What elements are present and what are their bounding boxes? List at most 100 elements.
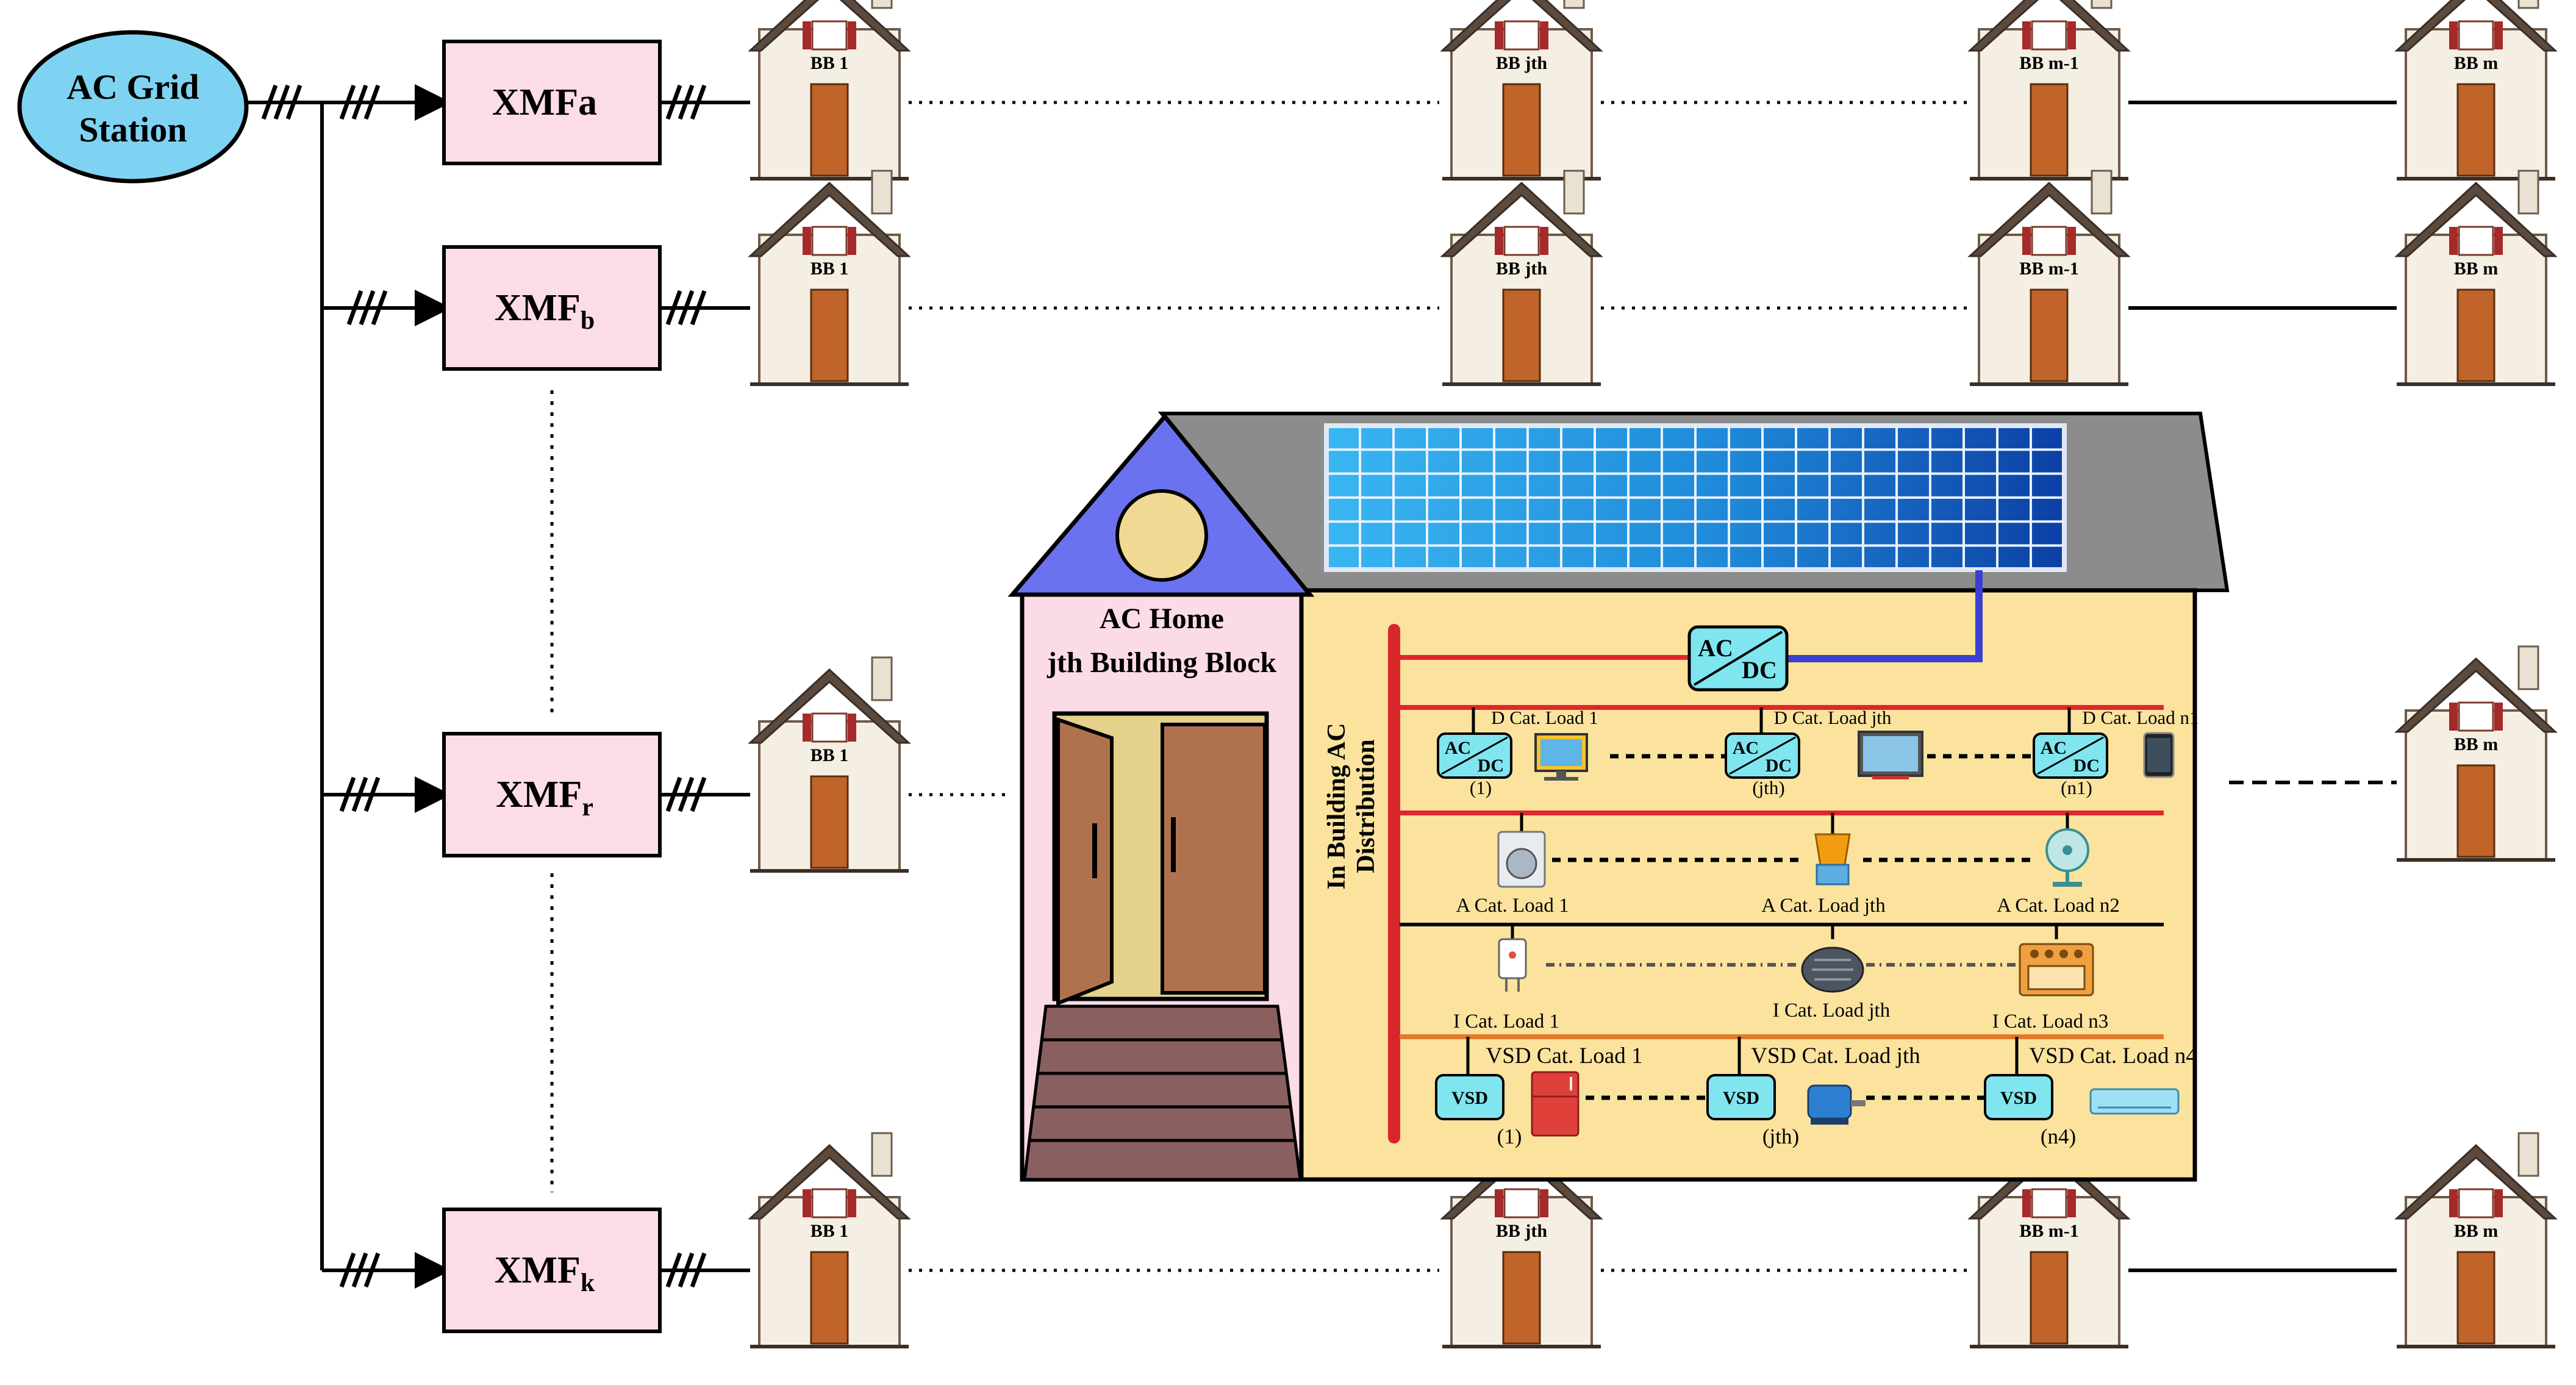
transformer-label: XMFa (492, 82, 597, 123)
ac-grid-station: AC Grid Station (17, 30, 249, 184)
phone-icon (2143, 732, 2175, 778)
main-converter-top: AC (1698, 634, 1733, 662)
vsd-load-index: (n4) (2041, 1125, 2076, 1148)
vsd-load-label: VSD Cat. Load 1 (1486, 1043, 1643, 1068)
house-label: BB m-1 (2019, 259, 2079, 279)
building-block-house: BB 1 (748, 656, 911, 873)
house-label: BB jth (1496, 1221, 1548, 1241)
d-load-label: D Cat. Load 1 (1491, 707, 1598, 728)
house-label: BB m (2454, 734, 2499, 754)
d-load-index: (1) (1470, 777, 1492, 798)
house-label: BB jth (1496, 53, 1548, 73)
i-load-label: I Cat. Load n3 (1992, 1011, 2109, 1032)
solar-wire (1787, 570, 1983, 662)
building-block-house: BB m-1 (1967, 0, 2131, 181)
house-label: BB m-1 (2019, 53, 2079, 73)
d-load-label: D Cat. Load n1 (2082, 707, 2199, 728)
tv-icon (1858, 731, 1923, 779)
svg-text:VSD: VSD (2000, 1088, 2037, 1108)
building-block-house: BB m (2394, 645, 2558, 862)
transformer-label: XMFb (495, 287, 595, 335)
d-load-index: (jth) (1752, 777, 1784, 798)
svg-text:VSD: VSD (1451, 1088, 1488, 1108)
i-load-label: I Cat. Load jth (1773, 1000, 1891, 1022)
svg-text:AC: AC (1733, 738, 1759, 758)
a-load-label: A Cat. Load jth (1761, 895, 1886, 917)
feeder-row-1: BB 1 BB jth BB m-1 BB m (748, 0, 2558, 181)
home-title-line1: AC Home (1100, 603, 1224, 635)
house-label: BB 1 (810, 259, 849, 279)
transformer-2: XMFb (442, 245, 750, 371)
feeder-wiring (246, 84, 554, 1289)
building-block-house: BB 1 (748, 170, 911, 386)
fridge-icon (1531, 1071, 1580, 1137)
house-label: BB m (2454, 1221, 2499, 1241)
a-load-label: A Cat. Load 1 (1456, 895, 1569, 917)
a-load-label: A Cat. Load n2 (1997, 895, 2120, 917)
d-load-label: D Cat. Load jth (1774, 707, 1892, 728)
house-label: BB m-1 (2019, 1221, 2079, 1241)
transformer-1: XMFa (442, 40, 750, 165)
svg-text:DC: DC (1478, 756, 1504, 776)
house-label: BB m (2454, 53, 2499, 73)
building-block-house: BB jth (1440, 170, 1603, 386)
svg-text:DC: DC (2073, 756, 2100, 776)
vsd-box: VSD (1435, 1074, 1504, 1120)
building-block-house: BB m-1 (1967, 1132, 2131, 1348)
three-phase-marks (261, 84, 388, 1288)
house-label: BB jth (1496, 259, 1548, 279)
vsd-box: VSD (1706, 1074, 1776, 1120)
vsd-box: VSD (1984, 1074, 2053, 1120)
motor-icon (1807, 1084, 1866, 1125)
oven-icon (2019, 943, 2094, 997)
house-label: BB 1 (810, 1221, 849, 1241)
building-block-house: BB m-1 (1967, 170, 2131, 386)
monitor-icon (1534, 733, 1588, 781)
water-heater-icon (1498, 938, 1527, 992)
bus-label-line2: Distribution (1352, 739, 1380, 873)
vsd-load-index: (jth) (1762, 1125, 1799, 1148)
i-load-label: I Cat. Load 1 (1453, 1011, 1559, 1032)
blender-icon (1814, 833, 1851, 886)
d-load-index: (n1) (2061, 777, 2092, 798)
vsd-load-index: (1) (1497, 1125, 1522, 1148)
building-block-house: BB jth (1440, 0, 1603, 181)
grid-station-label-line1: AC Grid (66, 67, 199, 107)
bus-label-line1: In Building AC (1323, 723, 1351, 889)
air-conditioner-icon (2089, 1088, 2180, 1115)
ac-home-building-block: AC Home jth Building Block In Building A… (1007, 412, 2230, 1182)
feeder-rows: BB 1 BB jth BB m-1 BB m BB 1 BB jth BB m-1 BB m… (748, 0, 2558, 1348)
ac-dc-converter: AC DC (2033, 732, 2108, 779)
house-label: BB 1 (810, 53, 849, 73)
vsd-load-label: VSD Cat. Load n4 (2029, 1043, 2197, 1068)
main-ac-dc-converter: AC DC (1687, 625, 1789, 692)
grid-station-label-line2: Station (79, 110, 187, 149)
feeder-row-2: BB 1 BB jth BB m-1 BB m (748, 170, 2558, 386)
house-label: BB 1 (810, 745, 849, 765)
main-converter-bottom: DC (1742, 656, 1777, 684)
home-door (1052, 711, 1269, 1006)
feeder-row-3: BB 1 BB m (748, 645, 2558, 873)
load-layer: AC DC D Cat. Load 1 (1) AC DC D Cat. Load jth (… (1435, 707, 2199, 1148)
feeder-row-4: BB 1 BB jth BB m-1 BB m (748, 1132, 2558, 1348)
home-title-line2: jth Building Block (1046, 646, 1276, 679)
svg-text:VSD: VSD (1723, 1088, 1759, 1108)
building-block-house: BB m (2394, 0, 2558, 181)
house-label: BB m (2454, 259, 2499, 279)
fan-icon (2045, 828, 2089, 887)
grid-station-ellipse (17, 30, 249, 184)
washing-machine-icon (1497, 831, 1546, 888)
transformer-label: XMFr (496, 774, 593, 821)
transformer-4: XMFk (442, 1208, 750, 1333)
gable-window (1115, 489, 1208, 582)
building-block-house: BB m (2394, 1132, 2558, 1348)
heater-icon (1801, 947, 1864, 993)
transformer-label: XMFk (495, 1250, 595, 1297)
svg-text:AC: AC (2041, 738, 2067, 758)
building-block-house: BB m (2394, 170, 2558, 386)
home-stairs (1023, 1004, 1302, 1181)
